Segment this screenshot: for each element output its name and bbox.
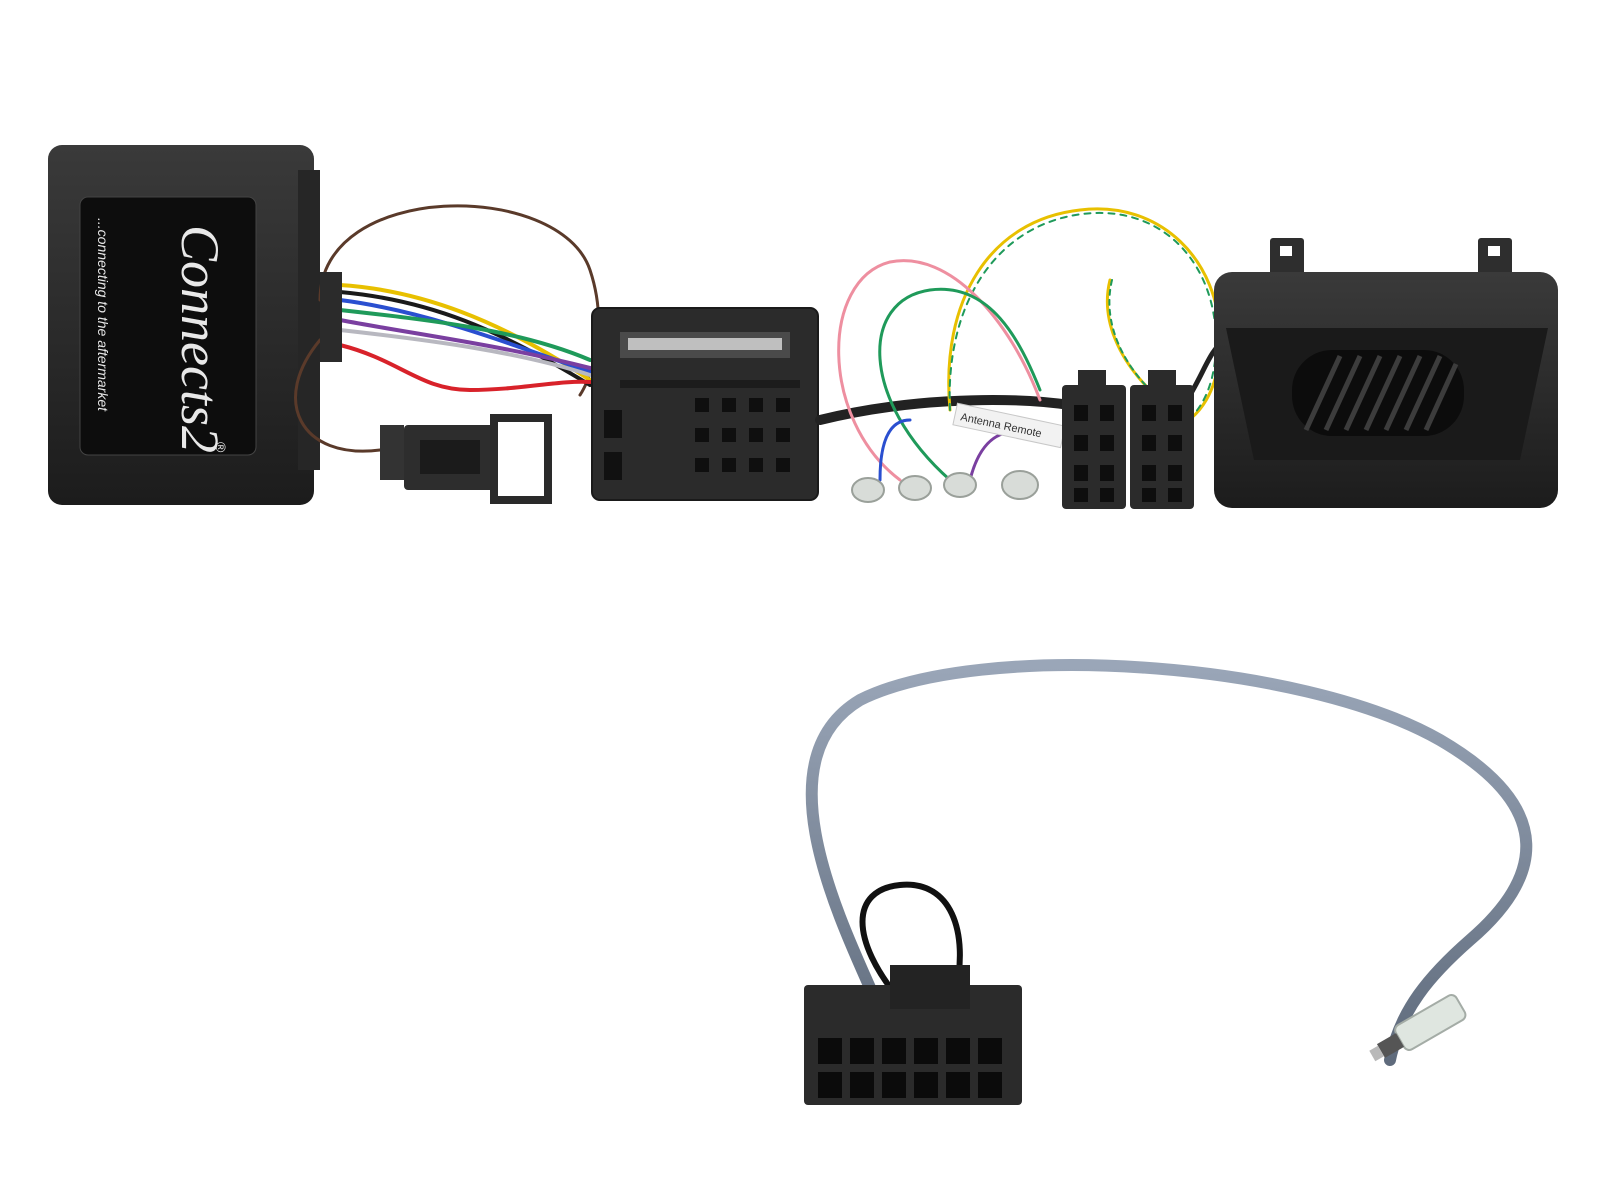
wire-brown-loop [294,338,382,453]
wire-grey [338,328,592,377]
ring-terminals [851,470,1039,503]
vehicle-connector [591,307,819,501]
wire-twist-small [1105,278,1152,392]
wire-red [338,343,592,393]
brand-logo: Connects2 ...connecting to the aftermark… [95,218,230,453]
wire-black-bundle [815,395,1075,425]
wire-blue-2 [878,418,912,482]
interface-module: Connects2 ...connecting to the aftermark… [48,145,320,505]
wire-green [338,308,592,362]
power-connector-12pin [804,965,1022,1105]
wire-label-tag: Antenna Remote [952,402,1066,449]
wire-pink [837,259,1042,482]
antenna-plug [1369,994,1467,1062]
receiver-grille [1303,354,1459,432]
wire-green-2 [878,287,1042,482]
connector-pins [695,398,790,472]
registered-mark: ® [213,442,229,453]
antenna-cable [805,659,1533,1066]
wire-violet [338,318,592,370]
iso-connectors [1062,370,1194,509]
ir-receiver [1214,238,1558,508]
small-connector [380,414,552,504]
jumper-loop [859,881,963,1003]
wire-bundle-right [815,207,1228,482]
wire-harness [294,204,601,453]
logo-text: Connects2 [170,225,230,453]
tagline-text: ...connecting to the aftermarket [95,218,111,412]
